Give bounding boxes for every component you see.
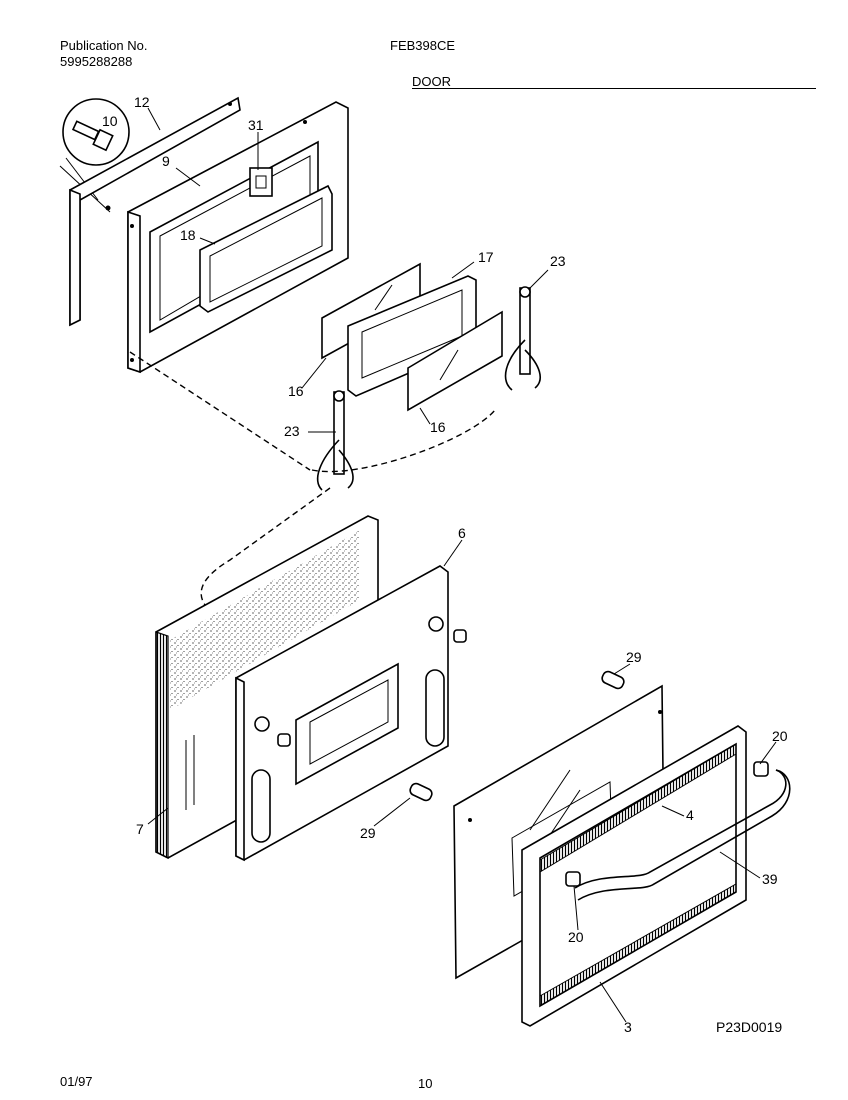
callout-4: 4: [686, 807, 694, 823]
callout-20-right: 20: [772, 728, 788, 744]
hinge-left: [316, 390, 354, 491]
callout-18: 18: [180, 227, 196, 243]
callout-17: 17: [478, 249, 494, 265]
door-handle: [565, 761, 791, 901]
callout-10: 10: [102, 113, 118, 129]
callout-29-lower: 29: [360, 825, 376, 841]
callout-39: 39: [762, 871, 778, 887]
leader-lines: [147, 107, 777, 1023]
hinge-right: [504, 286, 541, 391]
screw-inset: [59, 98, 130, 213]
callout-labels: 12 10 31 9 18 17 23 16 16 23 6 29 20 4 7…: [102, 94, 788, 1035]
footer-date: 01/97: [60, 1074, 93, 1089]
callout-20-left: 20: [568, 929, 584, 945]
callout-12: 12: [134, 94, 150, 110]
window-pack: [321, 262, 503, 412]
callout-6: 6: [458, 525, 466, 541]
publication-label: Publication No.: [60, 38, 148, 53]
page-number: 10: [418, 1076, 433, 1091]
publication-number: 5995288288: [60, 54, 133, 69]
callout-16-left: 16: [288, 383, 304, 399]
callout-16-right: 16: [430, 419, 446, 435]
pin-lower: [409, 782, 433, 802]
model-number: FEB398CE: [390, 38, 456, 53]
pin-upper: [601, 670, 625, 690]
door-panel: [235, 565, 467, 862]
callout-3: 3: [624, 1019, 632, 1035]
inner-door-liner: [69, 96, 349, 374]
callout-23-lower: 23: [284, 423, 300, 439]
callout-7: 7: [136, 821, 144, 837]
callout-9: 9: [162, 153, 170, 169]
callout-29-upper: 29: [626, 649, 642, 665]
diagram-code: P23D0019: [716, 1019, 782, 1035]
callout-31: 31: [248, 117, 264, 133]
assembly-dashed-line: [129, 351, 496, 606]
section-title: DOOR: [412, 74, 451, 89]
section-rule: [412, 88, 816, 89]
callout-23-upper: 23: [550, 253, 566, 269]
